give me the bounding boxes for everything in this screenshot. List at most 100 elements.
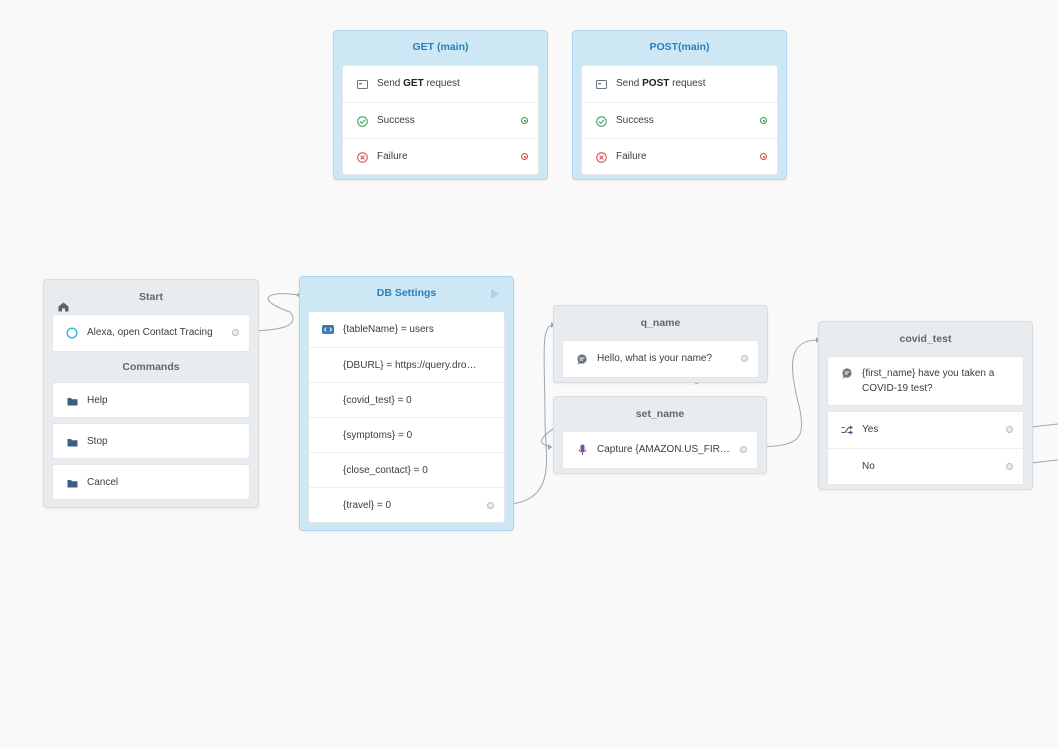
play-icon[interactable] xyxy=(491,289,499,299)
db-settings-title: DB Settings xyxy=(376,287,437,299)
capture-text: Capture {AMAZON.US_FIRS... xyxy=(597,444,735,455)
speak-text: Hello, what is your name? xyxy=(597,353,713,364)
command-stop[interactable]: Stop xyxy=(52,423,250,459)
alexa-ring-icon xyxy=(65,315,79,351)
success-port[interactable] xyxy=(521,117,528,124)
set-variable-row[interactable]: {close_contact} = 0 xyxy=(309,452,504,487)
command-cancel[interactable]: Cancel xyxy=(52,464,250,500)
variable-assignment: {covid_test} = 0 xyxy=(343,395,412,406)
api-icon xyxy=(594,66,608,102)
speak-row[interactable]: {first_name} have you taken a COVID-19 t… xyxy=(828,357,1023,405)
variable-assignment: {close_contact} = 0 xyxy=(343,465,428,476)
block-title: set_name xyxy=(635,408,685,420)
variable-assignment: {DBURL} = https://query.dropb... xyxy=(343,360,486,371)
covid-choice-card: Yes No xyxy=(827,411,1024,485)
success-port[interactable] xyxy=(760,117,767,124)
set-name-block[interactable]: set_name Capture {AMAZON.US_FIRS... xyxy=(553,396,767,474)
choice-label: Yes xyxy=(862,424,879,435)
post-request-block[interactable]: POST(main) Send POST request Success Fai… xyxy=(572,30,787,180)
speak-row[interactable]: Hello, what is your name? xyxy=(563,341,758,377)
block-title: GET (main) xyxy=(412,41,469,53)
choice-no-row[interactable]: No xyxy=(828,448,1023,484)
set-name-card: Capture {AMAZON.US_FIRS... xyxy=(562,431,758,469)
q-name-block[interactable]: q_name Hello, what is your name? xyxy=(553,305,768,383)
get-block-card: Send GET request Success Failure xyxy=(342,65,539,175)
success-label: Success xyxy=(377,115,415,126)
failure-port[interactable] xyxy=(760,153,767,160)
choice-port[interactable] xyxy=(1006,463,1013,470)
folder-icon xyxy=(65,465,79,501)
set-variable-row[interactable]: {tableName} = users xyxy=(309,312,504,347)
covid-speak-card[interactable]: {first_name} have you taken a COVID-19 t… xyxy=(827,356,1024,406)
start-block[interactable]: Start Alexa, open Contact Tracing Comman… xyxy=(43,279,259,508)
success-path-row[interactable]: Success xyxy=(343,102,538,138)
next-port[interactable] xyxy=(741,355,748,362)
x-circle-icon xyxy=(355,139,369,174)
send-get-request-row[interactable]: Send GET request xyxy=(343,66,538,102)
speech-bubble-icon xyxy=(575,341,589,377)
covid-test-block[interactable]: covid_test {first_name} have you taken a… xyxy=(818,321,1033,490)
block-title: covid_test xyxy=(899,333,952,345)
choice-label: No xyxy=(862,461,875,472)
failure-label: Failure xyxy=(377,151,408,162)
code-icon xyxy=(321,312,335,347)
command-row: Stop xyxy=(53,424,249,460)
request-method: GET xyxy=(403,78,424,89)
failure-path-row[interactable]: Failure xyxy=(582,138,777,174)
success-label: Success xyxy=(616,115,654,126)
set-variable-row[interactable]: {travel} = 0 xyxy=(309,487,504,522)
command-label: Help xyxy=(87,395,108,406)
api-icon xyxy=(355,66,369,102)
request-method: POST xyxy=(642,78,670,89)
post-block-card: Send POST request Success Failure xyxy=(581,65,778,175)
capture-row[interactable]: Capture {AMAZON.US_FIRS... xyxy=(563,432,757,468)
check-circle-icon xyxy=(594,103,608,138)
db-settings-block[interactable]: DB Settings {tableName} = users {DBURL} … xyxy=(299,276,514,531)
x-circle-icon xyxy=(594,139,608,174)
block-title: POST(main) xyxy=(649,41,710,53)
check-circle-icon xyxy=(355,103,369,138)
set-variable-row[interactable]: {covid_test} = 0 xyxy=(309,382,504,417)
failure-port[interactable] xyxy=(521,153,528,160)
invocation-row[interactable]: Alexa, open Contact Tracing xyxy=(53,315,249,351)
request-suffix: request xyxy=(423,78,460,89)
get-request-block[interactable]: GET (main) Send GET request Success Fail… xyxy=(333,30,548,180)
block-title: DB Settings xyxy=(308,277,505,311)
variable-assignment: {tableName} = users xyxy=(343,324,434,335)
set-variable-row[interactable]: {DBURL} = https://query.dropb... xyxy=(309,347,504,382)
variable-assignment: {travel} = 0 xyxy=(343,500,392,511)
failure-label: Failure xyxy=(616,151,647,162)
speech-bubble-icon xyxy=(840,361,854,385)
db-settings-card: {tableName} = users {DBURL} = https://qu… xyxy=(308,311,505,523)
command-help[interactable]: Help xyxy=(52,382,250,418)
success-path-row[interactable]: Success xyxy=(582,102,777,138)
next-port[interactable] xyxy=(740,446,747,453)
folder-icon xyxy=(65,383,79,419)
command-label: Stop xyxy=(87,436,108,447)
start-title: Start xyxy=(139,291,163,303)
invocation-label: Alexa, open Contact Tracing xyxy=(87,327,213,338)
commands-title: Commands xyxy=(122,361,180,373)
request-prefix: Send xyxy=(377,78,404,89)
next-port[interactable] xyxy=(487,502,494,509)
choice-port[interactable] xyxy=(1006,426,1013,433)
folder-icon xyxy=(65,424,79,460)
choice-yes-row[interactable]: Yes xyxy=(828,412,1023,448)
speak-text: {first_name} have you taken a COVID-19 t… xyxy=(862,368,995,394)
failure-path-row[interactable]: Failure xyxy=(343,138,538,174)
send-post-request-row[interactable]: Send POST request xyxy=(582,66,777,102)
home-icon xyxy=(58,292,69,326)
invocation-port[interactable] xyxy=(232,329,239,336)
block-title: q_name xyxy=(640,317,681,329)
command-row: Cancel xyxy=(53,465,249,501)
command-label: Cancel xyxy=(87,477,119,488)
shuffle-icon xyxy=(840,412,854,448)
command-row: Help xyxy=(53,383,249,419)
microphone-icon xyxy=(575,432,589,468)
invocation-card[interactable]: Alexa, open Contact Tracing xyxy=(52,314,250,352)
block-title: Start xyxy=(52,280,250,314)
variable-assignment: {symptoms} = 0 xyxy=(343,430,413,441)
request-prefix: Send xyxy=(616,78,643,89)
q-name-card: Hello, what is your name? xyxy=(562,340,759,378)
set-variable-row[interactable]: {symptoms} = 0 xyxy=(309,417,504,452)
